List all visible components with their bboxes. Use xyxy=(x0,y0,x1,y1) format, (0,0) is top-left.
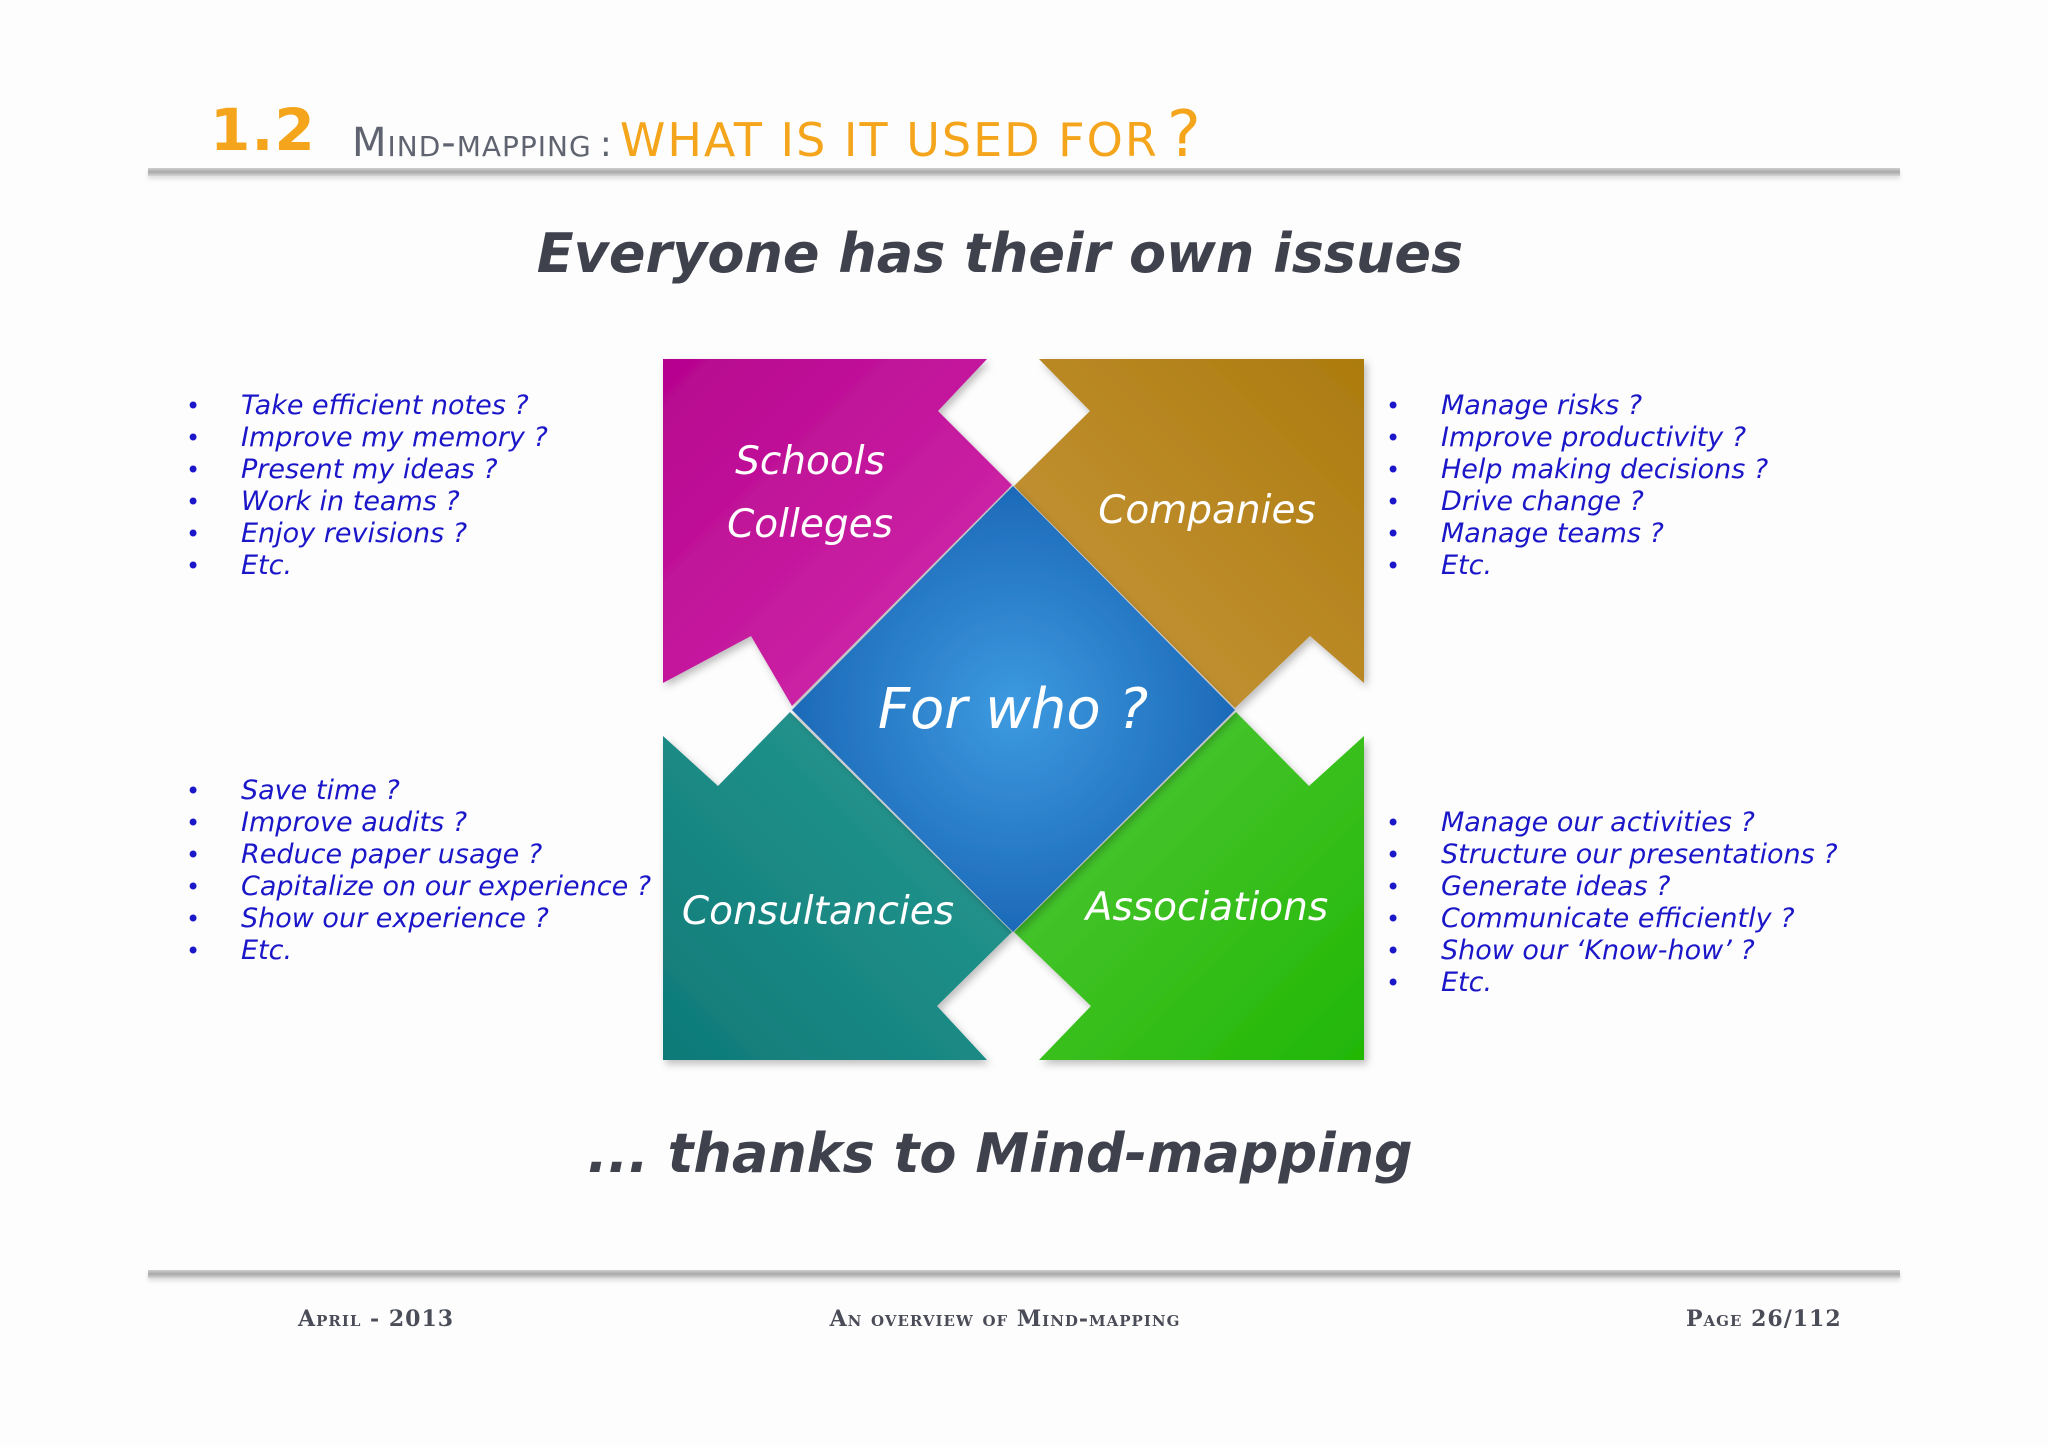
label-companies: Companies xyxy=(1098,488,1316,533)
title-topic: Mind-mapping xyxy=(352,120,592,166)
list-item: Manage teams ? xyxy=(1386,518,1768,550)
page-title: Mind-mapping : WHAT IS IT USED FOR ? xyxy=(352,98,1201,172)
title-question: WHAT IS IT USED FOR xyxy=(619,113,1159,167)
list-item: Improve audits ? xyxy=(186,807,651,839)
label-schools: Schools xyxy=(735,439,885,484)
list-item: Manage risks ? xyxy=(1386,390,1768,422)
list-consultancies: Save time ? Improve audits ? Reduce pape… xyxy=(186,775,651,967)
footer-title: An overview of Mind-mapping xyxy=(829,1306,1181,1332)
list-item: Drive change ? xyxy=(1386,486,1768,518)
section-number: 1.2 xyxy=(210,96,316,164)
list-associations: Manage our activities ? Structure our pr… xyxy=(1386,807,1838,999)
list-item: Improve my memory ? xyxy=(186,422,548,454)
list-item: Reduce paper usage ? xyxy=(186,839,651,871)
quadrant-consultancies-shape xyxy=(663,712,1012,1060)
quadrant-companies-shape xyxy=(1014,359,1364,708)
list-item: Structure our presentations ? xyxy=(1386,839,1838,871)
list-item: Manage our activities ? xyxy=(1386,807,1838,839)
footer-date: April - 2013 xyxy=(298,1306,455,1332)
list-item: Show our ‘Know-how’ ? xyxy=(1386,935,1838,967)
list-item: Capitalize on our experience ? xyxy=(186,871,651,903)
title-question-mark: ? xyxy=(1166,98,1201,172)
label-for-who: For who ? xyxy=(878,677,1148,742)
list-item: Improve productivity ? xyxy=(1386,422,1768,454)
list-item: Help making decisions ? xyxy=(1386,454,1768,486)
list-item: Work in teams ? xyxy=(186,486,548,518)
quadrant-schools-shape xyxy=(663,359,1012,706)
list-item: Etc. xyxy=(186,935,651,967)
subtitle-bottom: ... thanks to Mind-mapping xyxy=(587,1122,1413,1185)
list-item: Show our experience ? xyxy=(186,903,651,935)
footer-page-number: Page 26/112 xyxy=(1686,1306,1842,1332)
list-item: Etc. xyxy=(1386,550,1768,582)
list-item: Present my ideas ? xyxy=(186,454,548,486)
label-associations: Associations xyxy=(1083,885,1328,930)
list-schools: Take efficient notes ? Improve my memory… xyxy=(186,390,548,582)
subtitle-top: Everyone has their own issues xyxy=(536,222,1464,285)
list-item: Etc. xyxy=(1386,967,1838,999)
list-item: Save time ? xyxy=(186,775,651,807)
header-divider xyxy=(148,168,1900,176)
quadrant-associations-shape xyxy=(1014,712,1364,1060)
list-item: Generate ideas ? xyxy=(1386,871,1838,903)
list-item: Communicate efficiently ? xyxy=(1386,903,1838,935)
list-item: Take efficient notes ? xyxy=(186,390,548,422)
label-colleges: Colleges xyxy=(727,502,893,547)
footer-divider xyxy=(148,1270,1900,1278)
center-diamond-shape xyxy=(792,486,1235,932)
list-item: Enjoy revisions ? xyxy=(186,518,548,550)
title-separator: : xyxy=(599,124,612,165)
label-consultancies: Consultancies xyxy=(682,889,954,934)
list-companies: Manage risks ? Improve productivity ? He… xyxy=(1386,390,1768,582)
list-item: Etc. xyxy=(186,550,548,582)
